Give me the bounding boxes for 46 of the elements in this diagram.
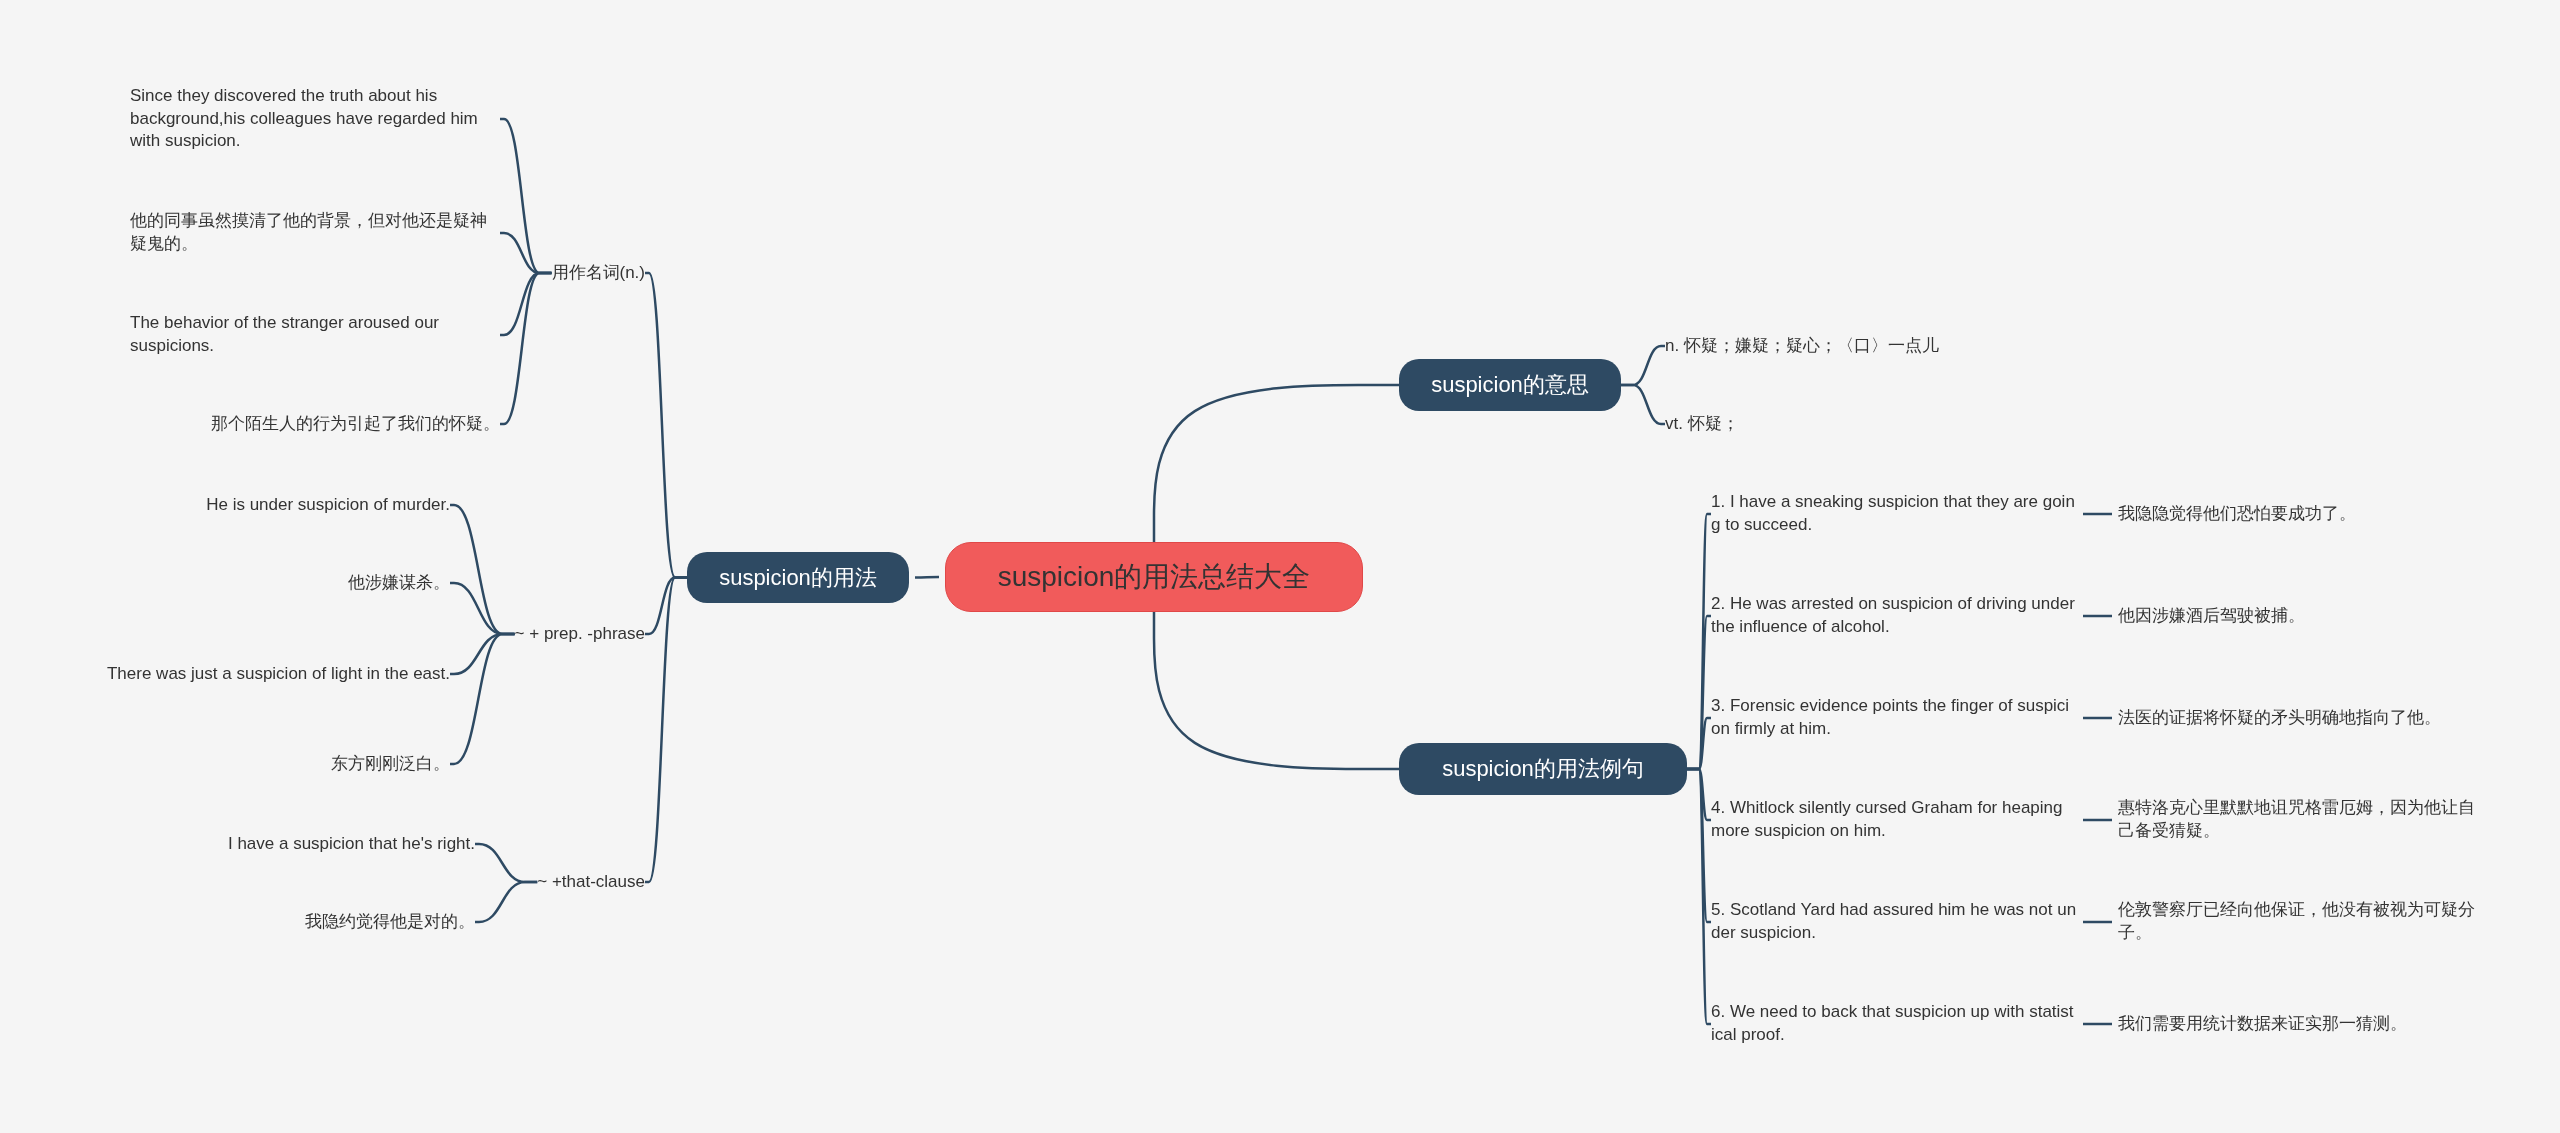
connector-line xyxy=(500,271,552,426)
subtopic-text: Since they discovered the truth about his background,his colleagues have regarded him with suspicion. xyxy=(130,84,500,154)
connector-line xyxy=(2083,512,2112,516)
connector-line xyxy=(2083,614,2112,618)
topic-box: suspicion的用法例句 xyxy=(1399,743,1687,795)
subtopic-text: 东方刚刚泛白。 xyxy=(331,752,450,776)
central-topic: suspicion的用法总结大全 xyxy=(945,542,1363,612)
subtopic-text: n. 怀疑；嫌疑；疑心；〈口〉一点儿 xyxy=(1665,334,1939,358)
subtopic-text: 他的同事虽然摸清了他的背景，但对他还是疑神疑鬼的。 xyxy=(130,210,500,256)
connector-line xyxy=(1152,612,1399,771)
connector-line xyxy=(475,880,538,924)
connector-line xyxy=(645,576,687,884)
subtopic-text: ~ +that-clause xyxy=(537,870,645,894)
subtopic-text: The behavior of the stranger aroused our suspicions. xyxy=(130,312,500,358)
connector-line xyxy=(2083,920,2112,924)
subtopic-text: 他因涉嫌酒后驾驶被捕。 xyxy=(2118,604,2305,628)
connector-line xyxy=(1687,767,1711,1026)
subtopic-text: 1. I have a sneaking suspicion that they are going to succeed. xyxy=(1711,491,2077,537)
subtopic-text: 伦敦警察厅已经向他保证，他没有被视为可疑分子。 xyxy=(2118,899,2490,945)
subtopic-text: I have a suspicion that he's right. xyxy=(227,832,475,856)
subtopic-text: 5. Scotland Yard had assured him he was not under suspicion. xyxy=(1711,899,2077,945)
subtopic-text: 3. Forensic evidence points the finger of suspicion firmly at him. xyxy=(1711,695,2077,741)
subtopic-text: There was just a suspicion of light in the east. xyxy=(107,662,450,686)
subtopic-text: 我隐隐觉得他们恐怕要成功了。 xyxy=(2118,502,2356,526)
connector-line xyxy=(2083,1022,2112,1026)
topic-box: suspicion的意思 xyxy=(1399,359,1621,411)
subtopic-text: 惠特洛克心里默默地诅咒格雷厄姆，因为他让自己备受猜疑。 xyxy=(2118,797,2490,843)
subtopic-text: 他涉嫌谋杀。 xyxy=(348,571,450,595)
connector-line xyxy=(1152,383,1399,542)
connector-line xyxy=(1621,383,1665,426)
subtopic-text: 2. He was arrested on suspicion of driving under the influence of alcohol. xyxy=(1711,593,2077,639)
subtopic-text: 6. We need to back that suspicion up with statistical proof. xyxy=(1711,1001,2077,1047)
subtopic-text: 法医的证据将怀疑的矛头明确地指向了他。 xyxy=(2118,706,2441,730)
connector-line xyxy=(2083,716,2112,720)
connector-line xyxy=(915,575,939,579)
subtopic-text: ~ + prep. -phrase xyxy=(514,622,645,646)
subtopic-text: 4. Whitlock silently cursed Graham for heaping more suspicion on him. xyxy=(1711,797,2077,843)
subtopic-text: vt. 怀疑； xyxy=(1665,412,1739,436)
subtopic-text: 我们需要用统计数据来证实那一猜测。 xyxy=(2118,1012,2407,1036)
subtopic-text: 我隐约觉得他是对的。 xyxy=(305,910,475,934)
topic-box: suspicion的用法 xyxy=(687,552,909,603)
connector-line xyxy=(450,632,515,766)
subtopic-text: 用作名词(n.) xyxy=(551,261,645,285)
subtopic-text: 那个陌生人的行为引起了我们的怀疑。 xyxy=(211,412,500,436)
connector-line xyxy=(2083,818,2112,822)
subtopic-text: He is under suspicion of murder. xyxy=(206,493,450,517)
